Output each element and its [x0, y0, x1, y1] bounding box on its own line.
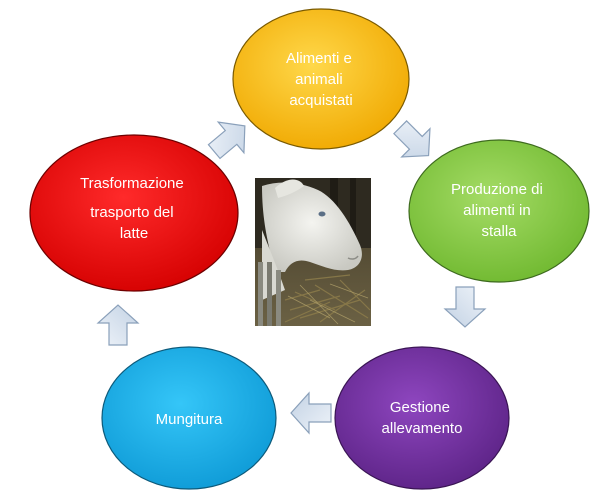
node-mungitura-label: Mungitura [156, 411, 223, 428]
arrow-mungitura-to-trasformazione [96, 304, 140, 346]
arrow-trasformazione-to-alimenti [207, 121, 246, 160]
node-gestione-label: Gestione allevamento [382, 399, 463, 437]
arrow-gestione-to-mungitura [290, 391, 332, 435]
node-alimenti-label: Alimenti e animali acquistati [286, 50, 356, 109]
node-trasformazione: Trasformazione trasporto del latte [29, 134, 239, 292]
arrow-alimenti-to-produzione [393, 120, 431, 158]
node-trasformazione-label: Trasformazione trasporto del latte [80, 175, 188, 242]
node-gestione: Gestione allevamento [334, 346, 510, 490]
node-produzione: Produzione di alimenti in stalla [408, 139, 590, 283]
goat-photo [255, 178, 371, 326]
arrow-produzione-to-gestione [443, 286, 487, 328]
node-produzione-label: Produzione di alimenti in stalla [451, 181, 547, 240]
node-mungitura: Mungitura [101, 346, 277, 490]
node-alimenti: Alimenti e animali acquistati [232, 8, 410, 150]
